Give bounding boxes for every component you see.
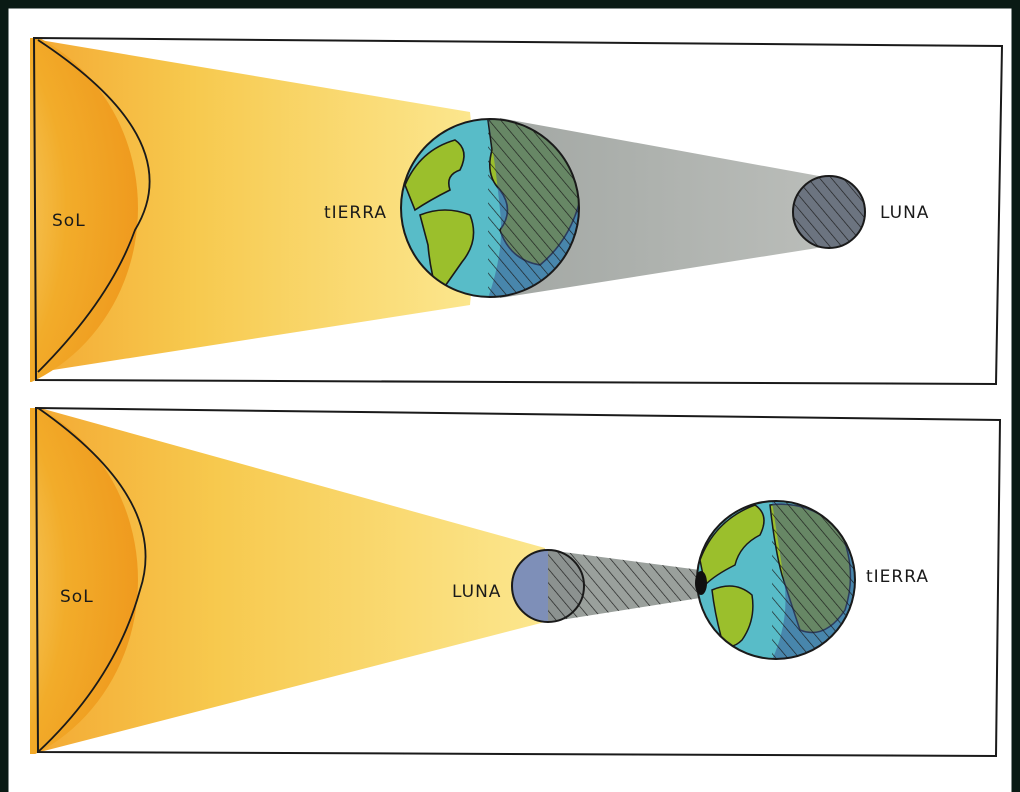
earth-label: tIERRA: [324, 203, 387, 223]
earth-shadow-cone: [500, 118, 830, 298]
moon: [792, 175, 866, 249]
panel-solar-eclipse: SoL LUNA tIERRA: [30, 406, 1002, 758]
moon-label: LUNA: [452, 582, 501, 602]
sun-outline: [37, 408, 147, 753]
sunlight-beam: [40, 408, 545, 752]
sun-outline: [37, 39, 151, 373]
sun: [30, 38, 138, 382]
sun-label: SoL: [52, 211, 86, 231]
earth-label: tIERRA: [866, 567, 929, 587]
panel-border: [34, 406, 1002, 758]
moon-label: LUNA: [880, 203, 929, 223]
panel-border: [32, 36, 1004, 386]
sunlight-beam: [40, 40, 475, 372]
earth: [695, 500, 856, 660]
panel-lunar-eclipse: SoL tIERRA LUNA: [30, 36, 1004, 386]
moon: [511, 549, 585, 623]
sun-label: SoL: [60, 587, 94, 607]
sun: [30, 408, 138, 754]
